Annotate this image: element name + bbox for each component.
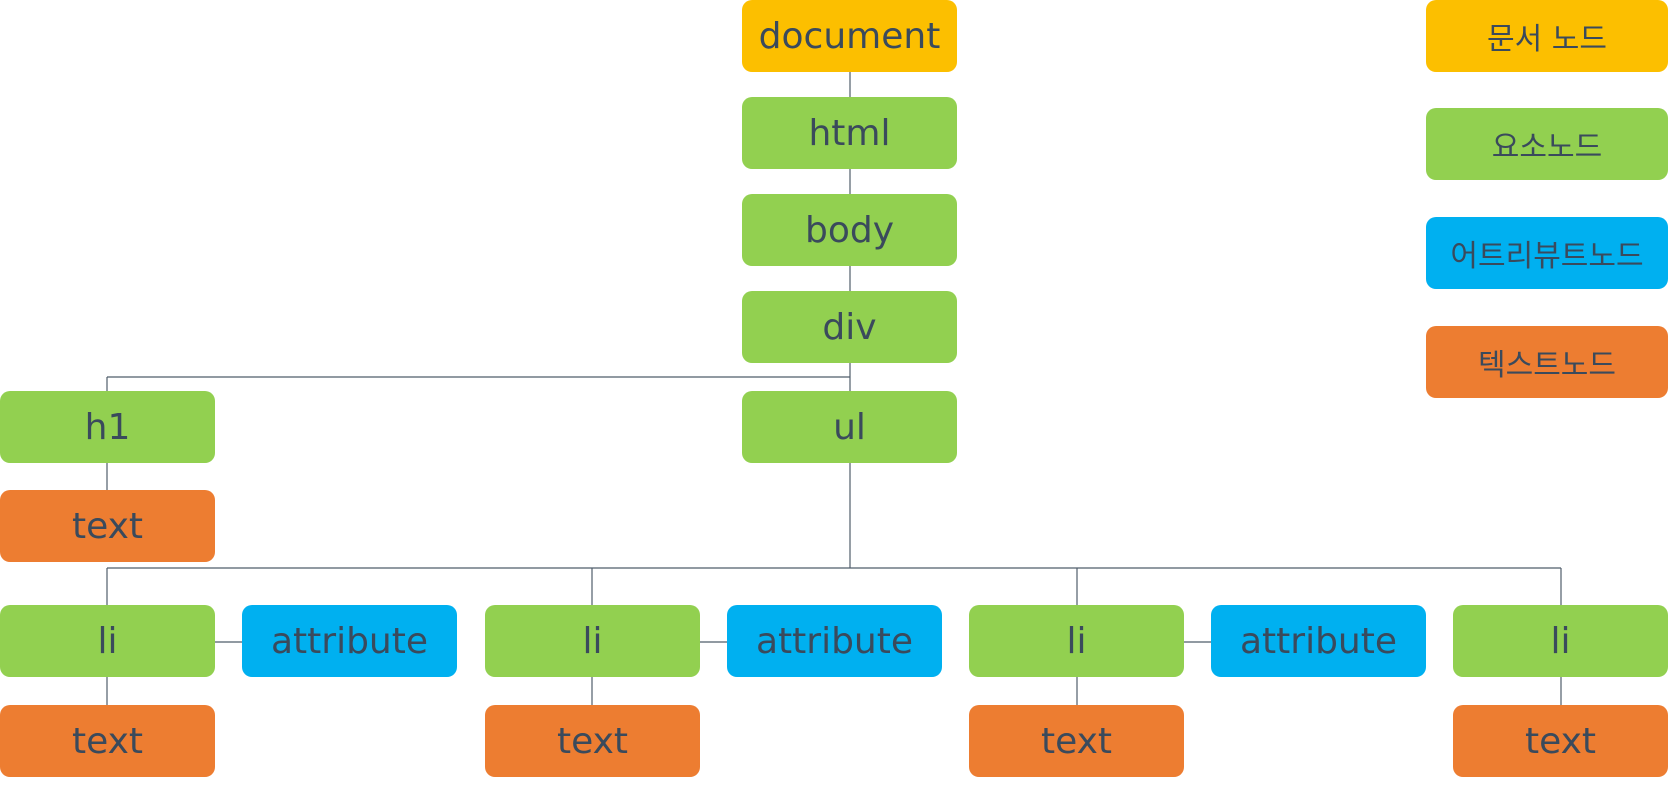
node-text: text (0, 705, 215, 777)
node-li: li (0, 605, 215, 677)
node-document: document (742, 0, 957, 72)
node-li: li (969, 605, 1184, 677)
legend-attribute-node: 어트리뷰트노드 (1426, 217, 1668, 289)
node-attribute: attribute (1211, 605, 1426, 677)
node-h1-text: text (0, 490, 215, 562)
node-ul: ul (742, 391, 957, 463)
node-h1: h1 (0, 391, 215, 463)
legend-text-node: 텍스트노드 (1426, 326, 1668, 398)
node-html: html (742, 97, 957, 169)
node-text: text (485, 705, 700, 777)
node-div: div (742, 291, 957, 363)
node-text: text (969, 705, 1184, 777)
node-li: li (1453, 605, 1668, 677)
legend-document-node: 문서 노드 (1426, 0, 1668, 72)
node-li: li (485, 605, 700, 677)
node-attribute: attribute (727, 605, 942, 677)
node-body: body (742, 194, 957, 266)
node-text: text (1453, 705, 1668, 777)
legend-element-node: 요소노드 (1426, 108, 1668, 180)
node-attribute: attribute (242, 605, 457, 677)
